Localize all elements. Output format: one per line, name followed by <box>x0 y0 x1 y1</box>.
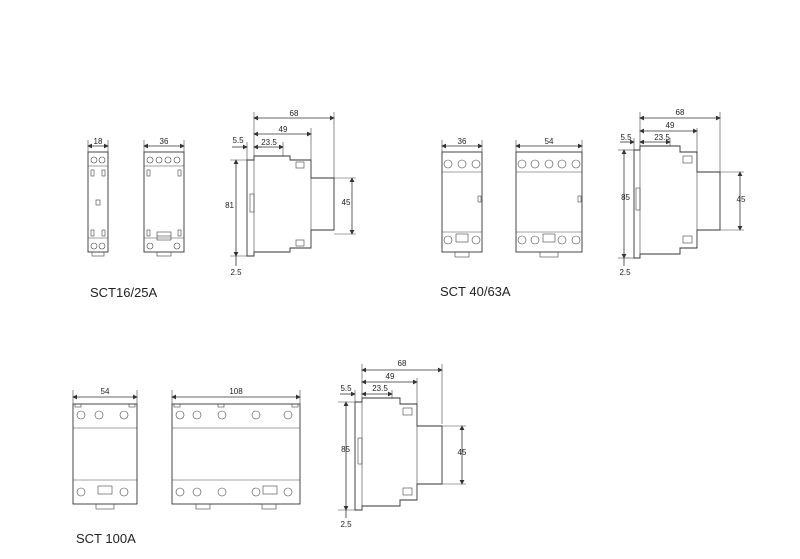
sct16-caption: SCT16/25A <box>90 285 158 300</box>
sct100-side-mid: 49 <box>386 372 395 381</box>
sct100-group: 54 108 <box>72 359 467 546</box>
sct16-front-1p: 18 <box>87 137 109 257</box>
sct100-front1-width: 54 <box>101 387 110 396</box>
sct16-front2-width: 36 <box>160 137 169 146</box>
sct100-side-bottom: 2.5 <box>340 520 352 529</box>
sct100-front-6p: 108 <box>171 387 301 510</box>
sct16-side-inner: 23.5 <box>261 138 277 147</box>
sct40-front1-width: 36 <box>458 137 467 146</box>
sct100-caption: SCT 100A <box>76 531 136 546</box>
sct40-front-2p: 36 <box>441 137 483 258</box>
sct16-front-2p: 36 <box>143 137 185 257</box>
sct16-side-height: 81 <box>225 201 234 210</box>
sct100-side-view: 68 49 23.5 5.5 85 45 2.5 <box>338 359 467 529</box>
sct40-side-height: 85 <box>621 193 630 202</box>
sct16-side-view: 68 49 23.5 5.5 81 45 2.5 <box>225 109 356 277</box>
sct40-side-total: 68 <box>676 108 685 117</box>
sct100-side-inner: 23.5 <box>372 384 388 393</box>
sct40-side-right: 45 <box>737 195 746 204</box>
sct16-side-total: 68 <box>290 109 299 118</box>
sct100-front-3p: 54 <box>72 387 138 510</box>
sct16-front1-width: 18 <box>94 137 103 146</box>
sct16-side-right: 45 <box>342 198 351 207</box>
sct40-caption: SCT 40/63A <box>440 284 511 299</box>
sct40-side-view: 68 49 23.5 5.5 85 45 2.5 <box>618 108 746 277</box>
sct100-front2-width: 108 <box>229 387 243 396</box>
sct100-side-total: 68 <box>398 359 407 368</box>
sct40-side-bottom: 2.5 <box>619 268 631 277</box>
sct16-side-mid: 49 <box>279 125 288 134</box>
sct40-side-mid: 49 <box>666 121 675 130</box>
sct16-side-bottom: 2.5 <box>230 268 242 277</box>
sct40-side-left: 5.5 <box>620 133 632 142</box>
sct40-front-3p: 54 <box>515 137 583 258</box>
sct40-front2-width: 54 <box>545 137 554 146</box>
sct16-group: 18 36 <box>87 109 356 300</box>
sct100-side-right: 45 <box>458 448 467 457</box>
sct40-side-inner: 23.5 <box>654 133 670 142</box>
sct100-side-left: 5.5 <box>340 384 352 393</box>
sct16-side-left: 5.5 <box>232 136 244 145</box>
sct40-group: 36 54 <box>440 108 746 299</box>
sct100-side-height: 85 <box>341 445 350 454</box>
